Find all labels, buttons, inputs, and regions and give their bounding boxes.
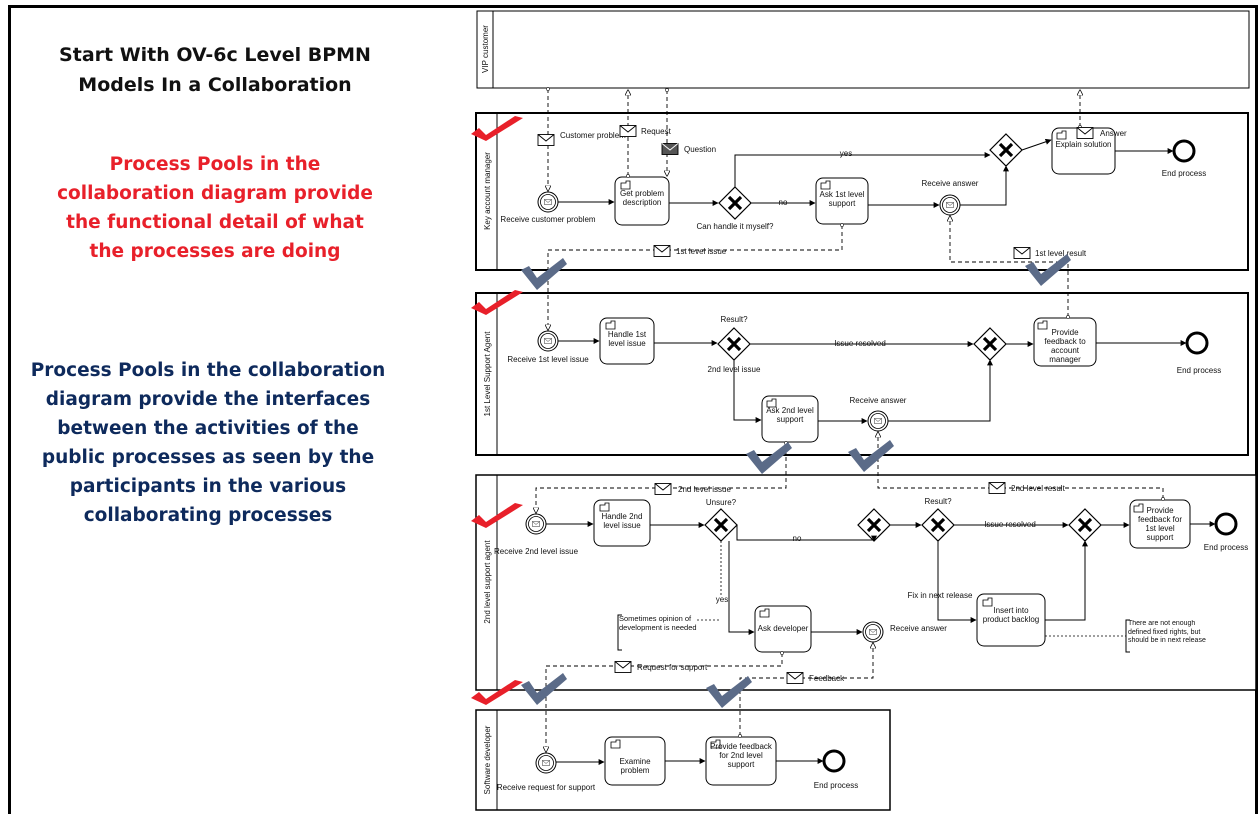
pool-vip-customer: VIP customer xyxy=(476,10,1250,89)
frame-right-border xyxy=(1255,5,1258,814)
navy-line-3: between the activities of the xyxy=(57,418,359,439)
pool-software-developer: Software developer Receive request for s… xyxy=(475,709,891,811)
label-2nd-result: 2nd level result xyxy=(1011,484,1066,493)
label-no-kam: no xyxy=(779,198,788,207)
label-issue-resolved-1: Issue resolved xyxy=(834,339,886,348)
annotation-fixed-rights: There are not enough defined fixed right… xyxy=(1128,620,1206,644)
task-ask-dev: Ask developer xyxy=(757,624,809,633)
task-provide-1st: Provide feedback to account manager xyxy=(1044,328,1086,364)
pool-2nd-level-agent: 2nd level support agent Receive 2nd leve… xyxy=(475,474,1257,691)
lane-label-agent2: 2nd level support agent xyxy=(483,540,492,624)
navy-line-1: Process Pools in the collaboration xyxy=(30,360,386,381)
label-yes-agent2: yes xyxy=(716,595,728,604)
navy-line-6: collaborating processes xyxy=(83,505,333,526)
label-customer-problem: Customer problem xyxy=(560,131,626,140)
message-flows-kam-agent1: 1st level issue 1st level result xyxy=(548,216,1087,330)
annotation-dev-opinion: Sometimes opinion of development is need… xyxy=(619,614,697,632)
task-handle-1st: Handle 1st level issue xyxy=(607,330,647,348)
label-answer: Answer xyxy=(1100,129,1127,138)
navy-line-2: diagram provide the interfaces xyxy=(45,389,371,410)
label-end-kam: End process xyxy=(1162,169,1206,178)
message-flows-top: Customer problem Request Question Answer xyxy=(537,89,1127,191)
task-handle-2nd: Handle 2nd level issue xyxy=(601,512,643,530)
slide-title: Start With OV-6c Level BPMN Models In a … xyxy=(30,40,400,100)
title-line-1: Start With OV-6c Level BPMN xyxy=(59,44,371,66)
frame-top-border xyxy=(8,5,1256,8)
task-insert-backlog: Insert into product backlog xyxy=(982,606,1040,624)
label-receive-answer-agent2: Receive answer xyxy=(890,624,947,633)
task-provide-2nd: Provide feedback for 1st level support xyxy=(1137,506,1183,542)
lane-label-dev: Software developer xyxy=(483,725,492,794)
lane-label-kam: Key account manager xyxy=(483,152,492,230)
navy-line-4: public processes as seen by the xyxy=(41,447,375,468)
label-receive-answer-kam: Receive answer xyxy=(922,179,979,188)
label-receive-answer-agent1: Receive answer xyxy=(850,396,907,405)
task-ask-2nd: Ask 2nd level support xyxy=(766,406,814,424)
task-get-problem: Get problem description xyxy=(619,189,665,207)
title-line-2: Models In a Collaboration xyxy=(78,74,352,96)
red-line-4: the processes are doing xyxy=(89,241,341,262)
task-ask-1st: Ask 1st level support xyxy=(819,190,865,208)
label-request: Request xyxy=(641,127,672,136)
label-feedback: Feedback xyxy=(809,674,845,683)
pool-1st-level-agent: 1st Level Support Agent Receive 1st leve… xyxy=(475,292,1249,456)
lane-label-agent1: 1st Level Support Agent xyxy=(483,331,492,417)
label-end-dev: End process xyxy=(814,781,858,790)
task-explain: Explain solution xyxy=(1055,140,1112,149)
label-receive-problem: Receive customer problem xyxy=(500,215,595,224)
label-end-agent1: End process xyxy=(1177,366,1221,375)
red-line-2: collaboration diagram provide xyxy=(57,183,373,204)
label-fix-next-release: Fix in next release xyxy=(908,591,973,600)
red-line-1: Process Pools in the xyxy=(109,154,321,175)
label-2nd-issue: 2nd level issue xyxy=(678,485,731,494)
task-examine: Examine problem xyxy=(619,757,651,775)
label-1st-issue: 1st level issue xyxy=(676,247,727,256)
label-no-agent2: no xyxy=(793,534,802,543)
interfaces-note: Process Pools in the collaboration diagr… xyxy=(10,356,406,530)
task-provide-dev: Provide feedback for 2nd level support xyxy=(710,742,772,769)
label-receive-2nd-issue: Receive 2nd level issue xyxy=(494,547,579,556)
lane-label-vip: VIP customer xyxy=(481,25,490,73)
label-1st-result: 1st level result xyxy=(1035,249,1087,258)
label-can-handle: Can handle it myself? xyxy=(697,222,774,231)
label-issue-resolved-2: Issue resolved xyxy=(984,520,1036,529)
label-end-agent2: End process xyxy=(1204,543,1248,552)
navy-line-5: participants in the various xyxy=(69,476,347,497)
functional-detail-note: Process Pools in the collaboration diagr… xyxy=(30,150,400,266)
label-yes-kam: yes xyxy=(840,149,852,158)
message-flows-agent2-dev: Request for support Feedback xyxy=(546,643,873,752)
label-unsure: Unsure? xyxy=(706,498,737,507)
label-request-support: Request for support xyxy=(637,663,708,672)
label-result-1: Result? xyxy=(720,315,748,324)
message-flows-agent1-agent2: 2nd level issue 2nd level result xyxy=(536,432,1163,513)
label-result-2: Result? xyxy=(924,497,952,506)
frame-left-border xyxy=(8,6,11,814)
red-line-3: the functional detail of what xyxy=(66,212,364,233)
label-receive-request-support: Receive request for support xyxy=(497,783,596,792)
label-question: Question xyxy=(684,145,716,154)
label-receive-1st-issue: Receive 1st level issue xyxy=(507,355,589,364)
